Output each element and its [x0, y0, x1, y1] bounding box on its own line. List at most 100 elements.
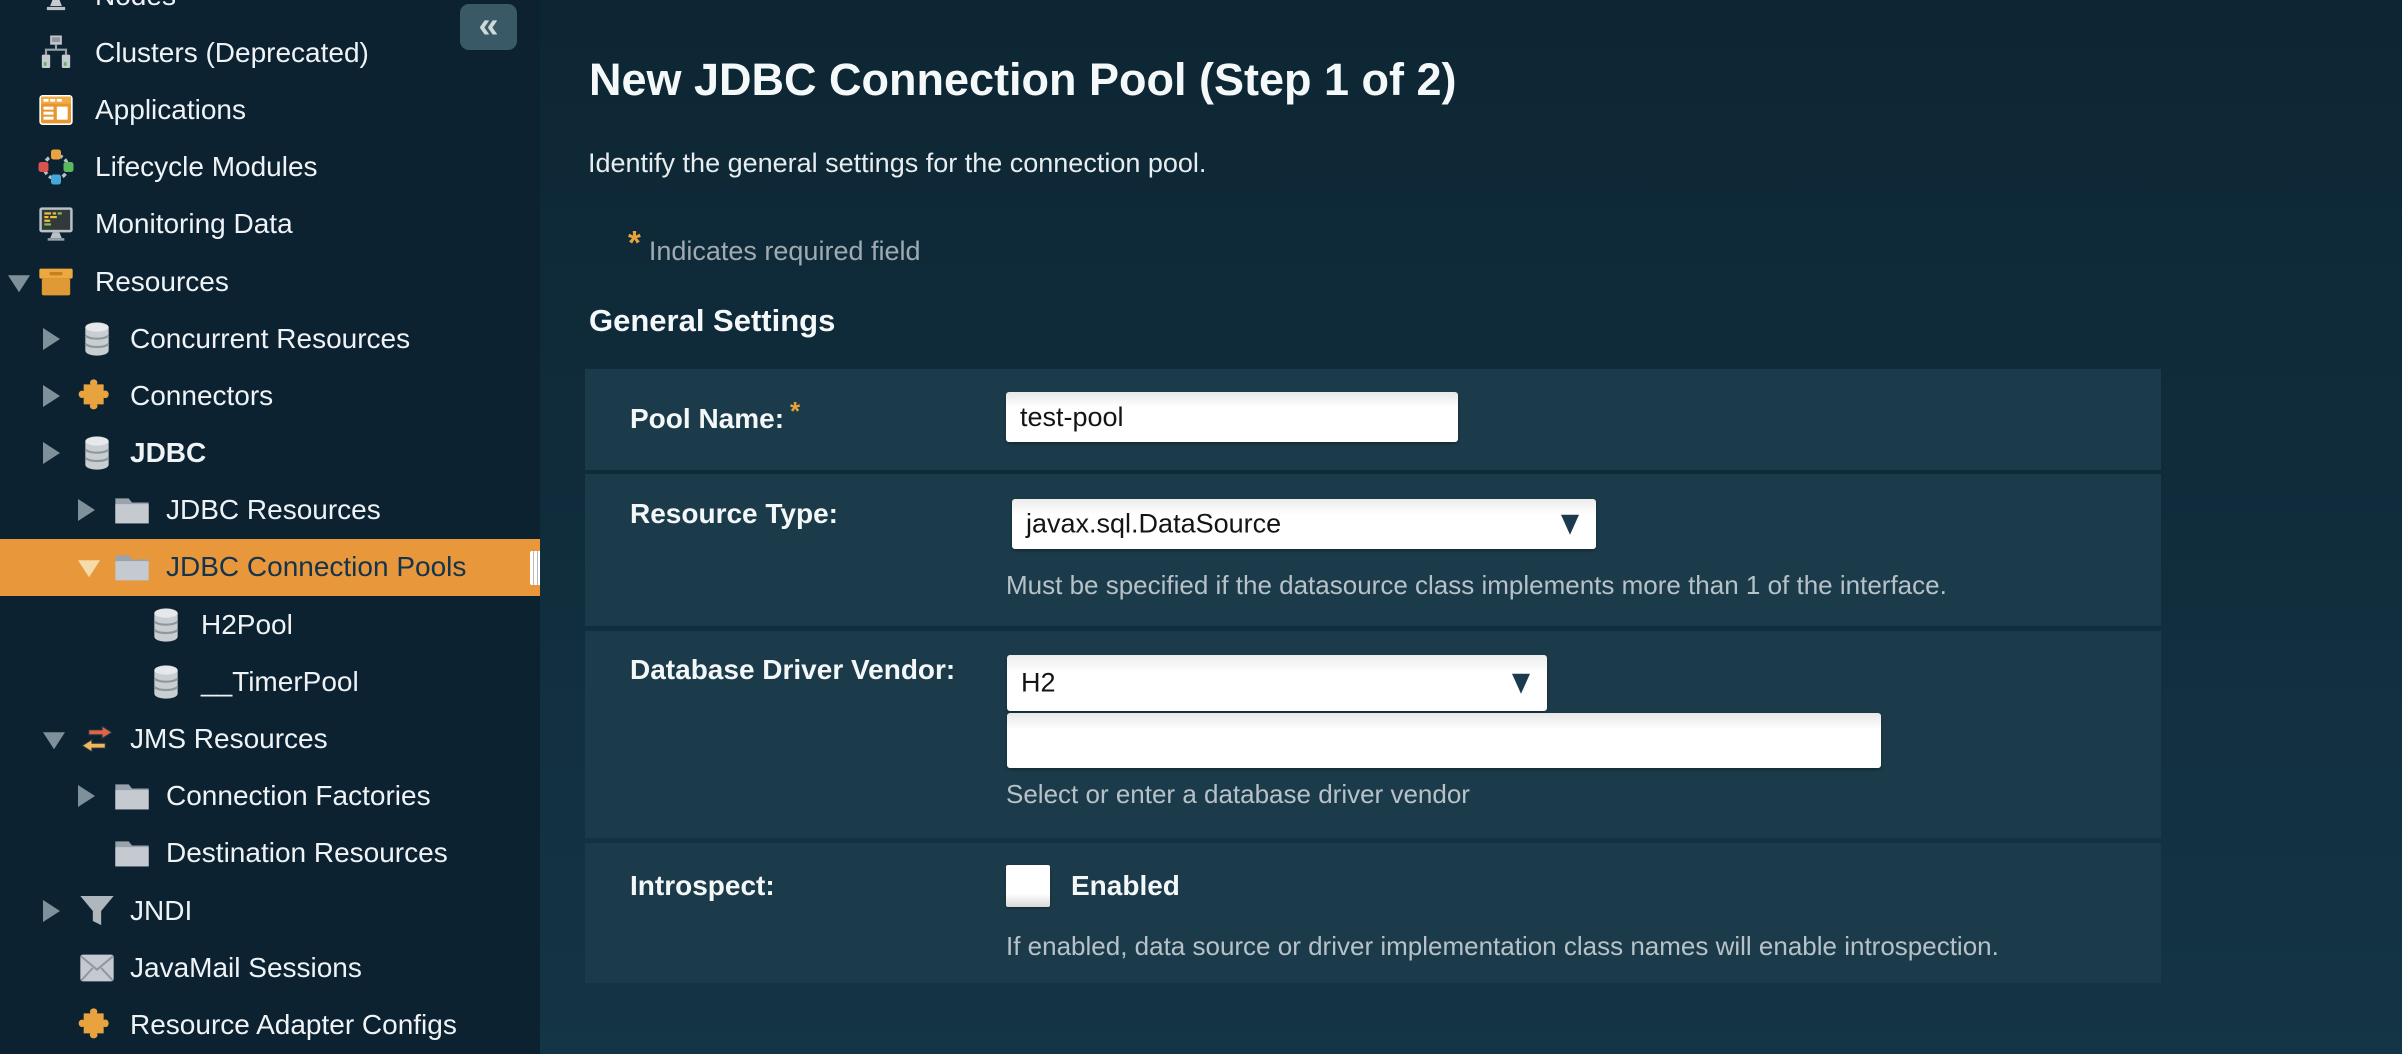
tree-item-concurrent-resources[interactable]: Concurrent Resources — [0, 310, 540, 367]
tree-item-label: H2Pool — [201, 608, 293, 640]
navigation-tree: Nodes Clusters (Deprecated) Applications… — [0, 0, 540, 1054]
folder-icon — [112, 833, 152, 873]
database-icon — [77, 433, 117, 473]
main-content: New JDBC Connection Pool (Step 1 of 2) I… — [540, 0, 2402, 1054]
tree-item-label: Monitoring Data — [95, 208, 293, 240]
tree-item-label: JNDI — [130, 894, 193, 926]
pool-name-required-asterisk: * — [790, 396, 801, 426]
tree-item-label: JDBC — [130, 437, 207, 469]
database-icon — [146, 662, 186, 702]
driver-vendor-label: Database Driver Vendor: — [630, 654, 956, 685]
tree-item-timerpool[interactable]: __TimerPool — [0, 653, 540, 710]
tree-item-nodes[interactable]: Nodes — [0, 0, 540, 24]
dropdown-arrow-icon — [1561, 514, 1579, 535]
applications-icon — [36, 90, 76, 130]
pool-name-label: Pool Name:* — [630, 396, 800, 435]
tree-item-javamail-sessions[interactable]: JavaMail Sessions — [0, 939, 540, 996]
expander-icon[interactable] — [78, 560, 100, 578]
introspect-row: Introspect: Enabled If enabled, data sou… — [585, 843, 2161, 983]
pool-name-row: Pool Name:* — [585, 369, 2161, 470]
required-note-text: Indicates required field — [648, 236, 921, 266]
tree-item-label: Concurrent Resources — [130, 322, 411, 354]
navigation-sidebar: Nodes Clusters (Deprecated) Applications… — [0, 0, 540, 1054]
section-title: General Settings — [589, 303, 836, 338]
expander-icon[interactable] — [43, 442, 60, 465]
tree-item-destination-resources[interactable]: Destination Resources — [0, 825, 540, 882]
folder-icon — [112, 776, 152, 816]
tree-item-label: JDBC Connection Pools — [166, 551, 467, 583]
tree-item-h2pool[interactable]: H2Pool — [0, 596, 540, 653]
required-field-note: *Indicates required field — [628, 224, 921, 268]
tree-item-jdbc-resources[interactable]: JDBC Resources — [0, 482, 540, 539]
tree-item-label: __TimerPool — [201, 665, 359, 697]
driver-vendor-text-input[interactable] — [1007, 713, 1881, 768]
tree-item-label: JDBC Resources — [166, 494, 381, 526]
tree-item-applications[interactable]: Applications — [0, 81, 540, 138]
expander-icon[interactable] — [43, 327, 60, 350]
dropdown-arrow-icon — [1512, 673, 1530, 694]
tree-item-label: Connection Factories — [166, 780, 431, 812]
database-icon — [146, 605, 186, 645]
tree-item-label: Lifecycle Modules — [95, 151, 318, 183]
introspect-hint: If enabled, data source or driver implem… — [1006, 931, 1999, 961]
expander-icon[interactable] — [43, 732, 65, 750]
introspect-label: Introspect: — [630, 870, 775, 901]
tree-item-connection-factories[interactable]: Connection Factories — [0, 768, 540, 825]
driver-vendor-row: Database Driver Vendor: H2 Select or ent… — [585, 631, 2161, 838]
cluster-icon — [36, 33, 76, 73]
tree-item-resources[interactable]: Resources — [0, 253, 540, 310]
monitoring-icon — [36, 204, 76, 244]
tree-scrollbar-thumb[interactable] — [530, 551, 540, 585]
required-asterisk: * — [628, 224, 641, 261]
tree-item-label: JavaMail Sessions — [130, 951, 362, 983]
tree-item-label: Destination Resources — [166, 837, 448, 869]
tree-item-label: Clusters (Deprecated) — [95, 36, 369, 68]
tree-item-jdbc[interactable]: JDBC — [0, 425, 540, 482]
page-subtitle: Identify the general settings for the co… — [588, 148, 1207, 178]
puzzle-icon — [77, 1005, 117, 1045]
driver-vendor-selected-value: H2 — [1021, 667, 1056, 698]
expander-icon[interactable] — [78, 499, 95, 522]
resource-type-select[interactable]: javax.sql.DataSource — [1012, 499, 1596, 549]
driver-vendor-select[interactable]: H2 — [1007, 655, 1547, 711]
tree-item-jdbc-connection-pools[interactable]: JDBC Connection Pools — [0, 538, 540, 597]
tree-item-label: Connectors — [130, 379, 274, 411]
sidebar-collapse-button[interactable]: « — [460, 4, 517, 50]
envelope-icon — [77, 948, 117, 988]
tree-item-label: Applications — [95, 93, 246, 125]
tree-item-jms-resources[interactable]: JMS Resources — [0, 710, 540, 767]
tree-item-resource-adapter-configs[interactable]: Resource Adapter Configs — [0, 996, 540, 1053]
tree-item-clusters-deprecated[interactable]: Clusters (Deprecated) — [0, 24, 540, 81]
lifecycle-icon — [36, 147, 76, 187]
introspect-enabled-label: Enabled — [1071, 870, 1180, 901]
resource-type-selected-value: javax.sql.DataSource — [1026, 508, 1282, 539]
resource-type-row: Resource Type: javax.sql.DataSource Must… — [585, 474, 2161, 626]
pool-name-input[interactable] — [1006, 392, 1458, 442]
arrows-icon — [77, 719, 117, 759]
introspect-checkbox[interactable] — [1006, 865, 1050, 907]
page-title: New JDBC Connection Pool (Step 1 of 2) — [589, 54, 1457, 105]
tree-item-connectors[interactable]: Connectors — [0, 367, 540, 424]
puzzle-icon — [77, 376, 117, 416]
folder-icon — [112, 490, 152, 530]
expander-icon[interactable] — [8, 274, 30, 292]
resource-type-label: Resource Type: — [630, 498, 838, 529]
pool-name-label-text: Pool Name: — [630, 403, 785, 434]
expander-icon[interactable] — [43, 384, 60, 407]
tree-item-lifecycle-modules[interactable]: Lifecycle Modules — [0, 139, 540, 196]
tree-item-label: Resources — [95, 265, 229, 297]
tree-item-jndi[interactable]: JNDI — [0, 882, 540, 939]
funnel-icon — [77, 891, 117, 931]
expander-icon[interactable] — [43, 899, 60, 922]
driver-vendor-hint: Select or enter a database driver vendor — [1006, 779, 1470, 809]
tree-item-label: Nodes — [95, 0, 176, 12]
box-icon — [36, 262, 76, 302]
tree-item-label: Resource Adapter Configs — [130, 1008, 457, 1040]
expander-icon[interactable] — [78, 785, 95, 808]
database-icon — [77, 319, 117, 359]
resource-type-hint: Must be specified if the datasource clas… — [1006, 570, 1947, 600]
node-icon — [36, 0, 76, 16]
tree-item-monitoring-data[interactable]: Monitoring Data — [0, 196, 540, 253]
folder-icon — [112, 547, 152, 587]
